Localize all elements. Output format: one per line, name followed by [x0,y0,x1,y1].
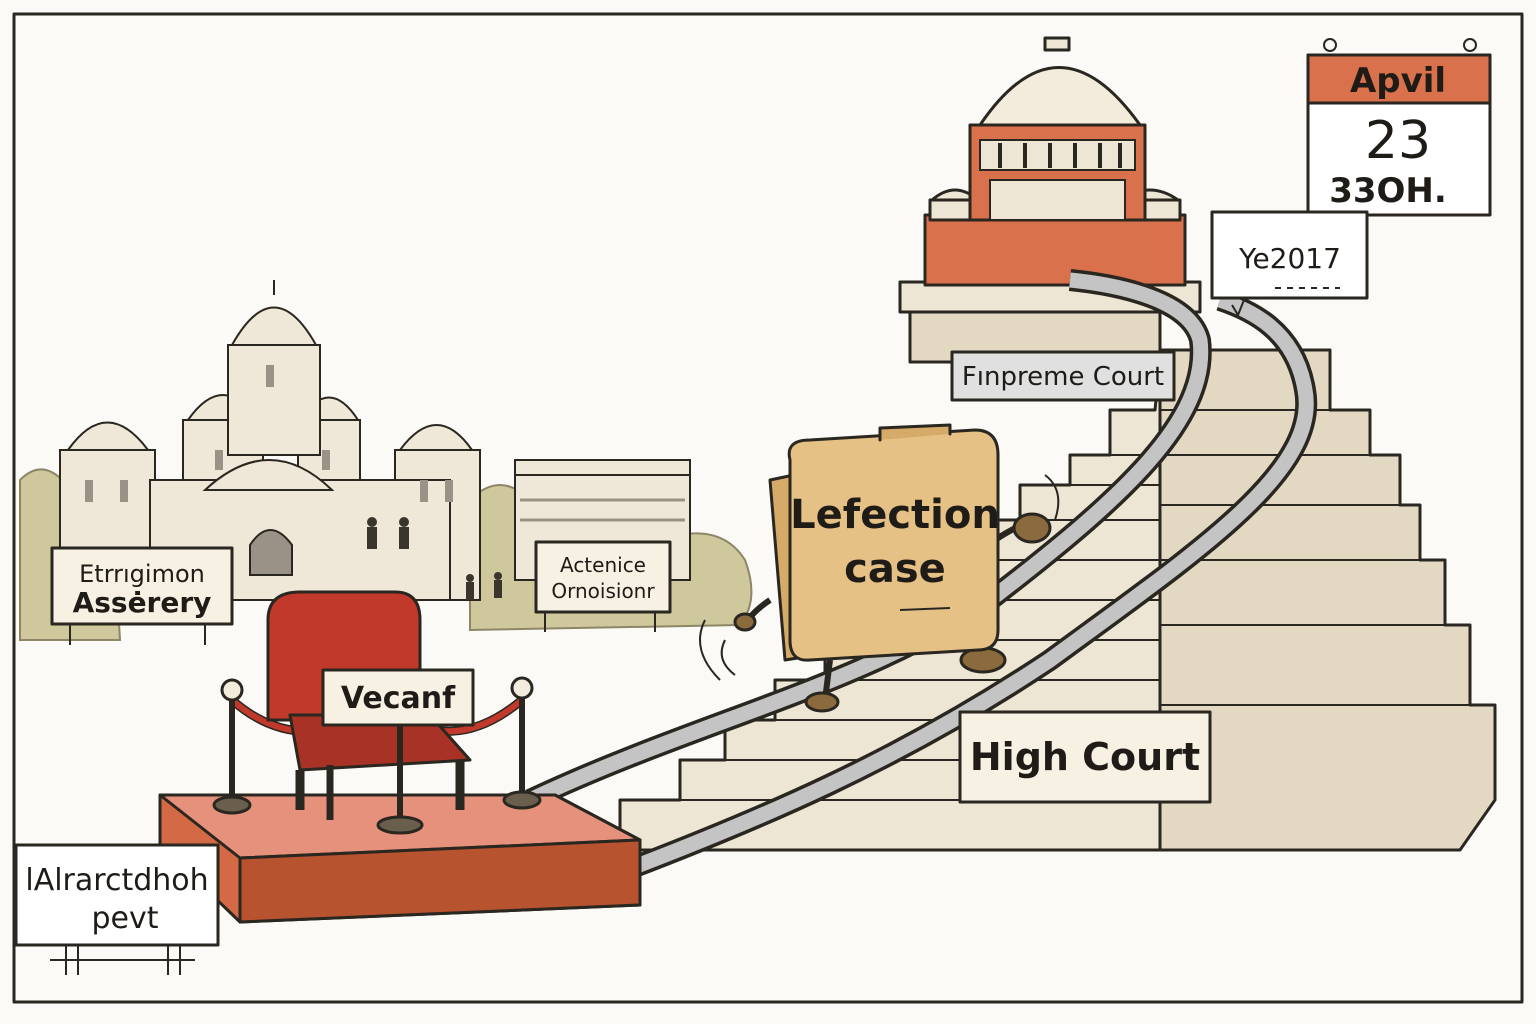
bottom-left-line1: lAlrarctdhoh [25,863,208,898]
slide-rails [525,269,1318,891]
calendar-month: Apvil [1350,61,1446,101]
background-people [367,517,502,600]
high-court-label: High Court [970,735,1200,779]
high-court-sign: High Court [958,710,1212,804]
calendar: Apvil 23 33OH. [1306,38,1492,217]
bottom-left-sign: lAlrarctdhoh pevt [14,843,220,975]
actenice-sign-line1: Actenice [560,553,646,577]
assembly-sign-line2: Assėrery [73,586,212,619]
defection-label-line1: Lefection [790,492,1000,538]
bottom-left-line2: pevt [91,901,158,936]
calendar-extra: 33OH. [1329,171,1447,211]
red-platform [158,793,642,924]
vacant-sign: Vecanf [321,668,475,835]
defection-label-line2: case [844,546,946,592]
supreme-court-sign: Fınpreme Court [950,350,1176,402]
calendar-day: 23 [1365,111,1431,171]
assembly-sign-line1: Etrrıgimon [79,560,205,588]
actenice-sign-line2: Ornoisionr [551,579,655,603]
vacant-label: Vecanf [341,681,456,716]
assembly-sign: Etrrıgimon Assėrery [50,546,234,645]
year-tag-label: Ye2017 [1238,242,1341,275]
supreme-court-label: Fınpreme Court [962,362,1164,392]
actenice-sign: Actenice Ornoisionr [534,540,672,632]
year-tag: Ye2017 [1210,210,1369,318]
supreme-court-building [923,36,1187,287]
defection-case-character: Lefection case [699,423,1060,713]
